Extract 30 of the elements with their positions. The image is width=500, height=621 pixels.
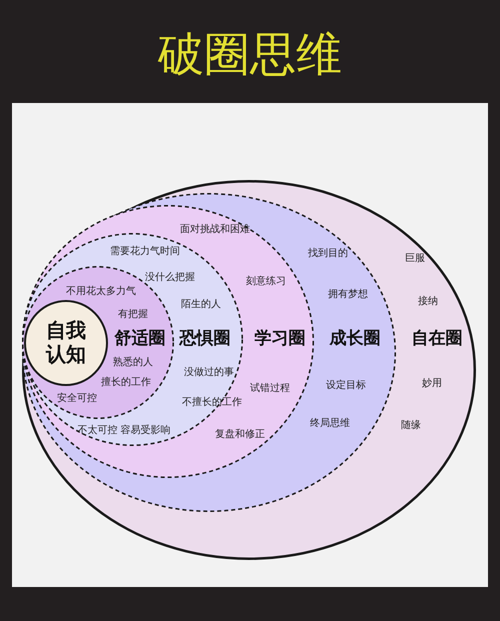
zone-item: 不太可控 容易受影响 bbox=[77, 424, 171, 437]
zone-item: 接纳 bbox=[418, 294, 438, 308]
zone-item: 熟悉的人 bbox=[113, 356, 153, 369]
zone-item: 随缘 bbox=[401, 418, 421, 432]
zone-title: 舒适圈 bbox=[114, 328, 166, 350]
zone-item: 复盘和修正 bbox=[215, 428, 265, 441]
zone-title: 成长圈 bbox=[330, 328, 380, 350]
zone-item: 试错过程 bbox=[250, 382, 290, 395]
title: 破圈思维 bbox=[158, 26, 342, 83]
zone-item: 安全可控 bbox=[57, 392, 97, 405]
zone-item: 没什么把握 bbox=[145, 271, 195, 284]
zone-item: 找到目的 bbox=[308, 246, 348, 260]
zone-item: 擅长的工作 bbox=[101, 376, 151, 389]
zone-title: 恐惧圈 bbox=[180, 328, 230, 350]
zone-title: 自在圈 bbox=[412, 328, 462, 350]
zone-item: 妙用 bbox=[422, 377, 442, 390]
circle-label: 自我认知 bbox=[46, 318, 86, 366]
zone-item: 拥有梦想 bbox=[328, 288, 368, 301]
zone-item: 巨服 bbox=[405, 252, 425, 265]
zone-item: 不擅长的工作 bbox=[182, 396, 242, 409]
zone-title: 学习圈 bbox=[254, 328, 306, 350]
zone-item: 有把握 bbox=[118, 308, 148, 321]
zone-item: 需要花力气时间 bbox=[110, 244, 180, 258]
zone-item: 设定目标 bbox=[326, 378, 366, 392]
zone-item: 刻意练习 bbox=[246, 274, 286, 288]
zone-item: 面对挑战和困难 bbox=[180, 222, 250, 236]
zone-item: 没做过的事 bbox=[184, 366, 234, 379]
zone-item: 终局思维 bbox=[310, 416, 350, 430]
zone-item: 陌生的人 bbox=[181, 298, 221, 311]
zone-item: 不用花太多力气 bbox=[66, 284, 136, 298]
